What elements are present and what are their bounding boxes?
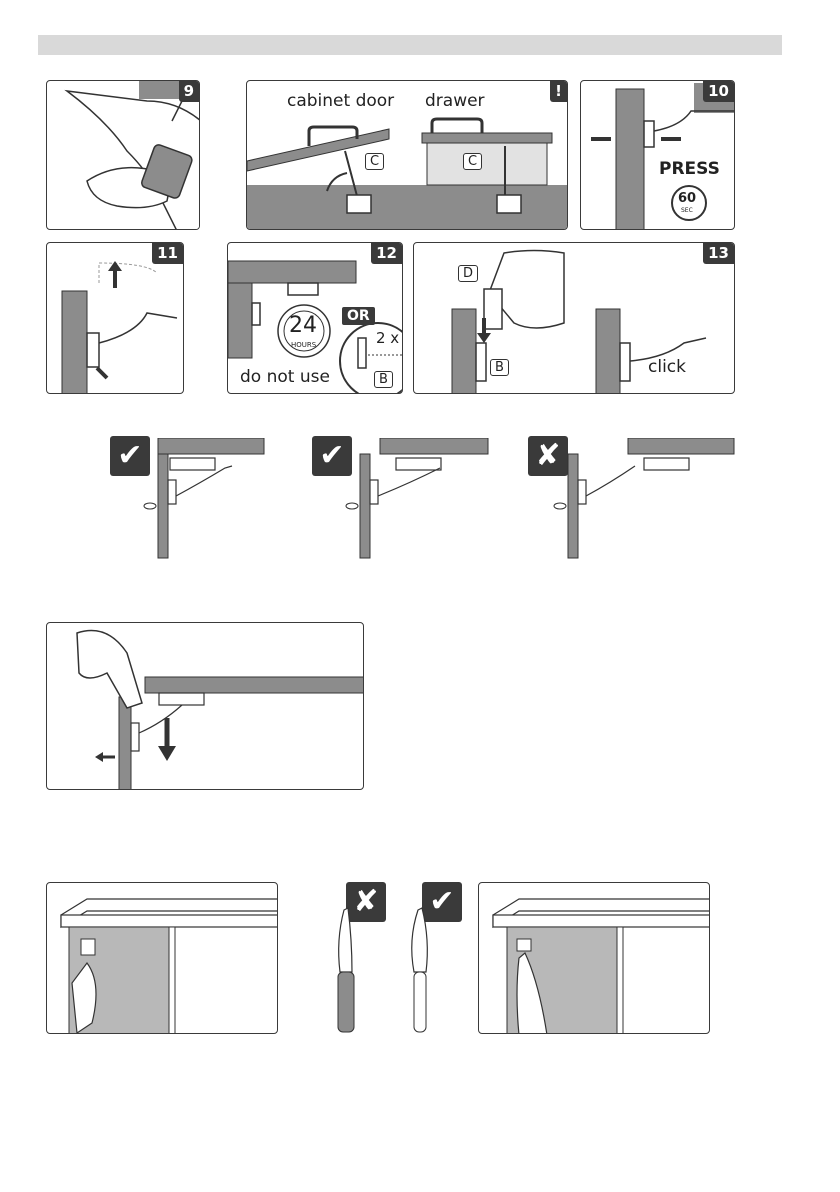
remove-by-hand-panel <box>478 882 710 1034</box>
step-number: 10 <box>703 81 734 102</box>
press-lock-illustration <box>581 81 735 230</box>
step-10-panel: PRESS 60 SEC 10 <box>580 80 735 230</box>
sec-timer-unit: SEC <box>681 207 693 214</box>
part-d-tag: D <box>458 265 478 282</box>
step-11-panel: 11 <box>46 242 184 394</box>
serrated-knife-icon <box>330 900 370 1036</box>
part-b-tag: B <box>374 371 393 388</box>
correct-position-1-illustration <box>140 438 270 560</box>
adjust-latch-illustration <box>47 243 184 394</box>
hours-value: 24 <box>289 313 317 338</box>
step-13-panel: D B click 13 <box>413 242 735 394</box>
correct-position-2-illustration <box>340 438 490 560</box>
do-not-use-label: do not use <box>240 367 330 387</box>
warning-panel: cabinet door drawer C C ! <box>246 80 568 230</box>
part-b-tag: B <box>490 359 509 376</box>
part-c-tag: C <box>365 153 384 170</box>
press-label: PRESS <box>659 159 720 179</box>
cabinet-door-label: cabinet door <box>287 91 394 111</box>
remove-residue-illustration <box>479 883 710 1034</box>
release-latch-panel <box>46 622 364 790</box>
step-12-panel: 24 HOURS do not use OR 2 x B 12 <box>227 242 403 394</box>
step-number: 11 <box>152 243 183 264</box>
part-c-tag-drawer: C <box>463 153 482 170</box>
or-badge: OR <box>342 307 375 325</box>
release-latch-illustration <box>47 623 364 790</box>
header-bar <box>38 35 782 55</box>
incorrect-position-illustration <box>540 438 736 560</box>
butter-knife-icon <box>404 900 444 1036</box>
warning-icon: ! <box>550 81 567 102</box>
step-number: 12 <box>371 243 402 264</box>
hours-unit: HOURS <box>291 341 316 349</box>
remove-with-tool-panel <box>46 882 278 1034</box>
step-number: 13 <box>703 243 734 264</box>
hand-holding-lock-illustration <box>47 81 200 230</box>
sec-timer-value: 60 <box>678 191 696 206</box>
step-9-panel: 9 <box>46 80 200 230</box>
drawer-label: drawer <box>425 91 485 111</box>
two-x-label: 2 x <box>376 329 399 347</box>
step-number: 9 <box>179 81 199 102</box>
remove-adhesive-illustration <box>47 883 278 1034</box>
click-label: click <box>648 357 686 377</box>
